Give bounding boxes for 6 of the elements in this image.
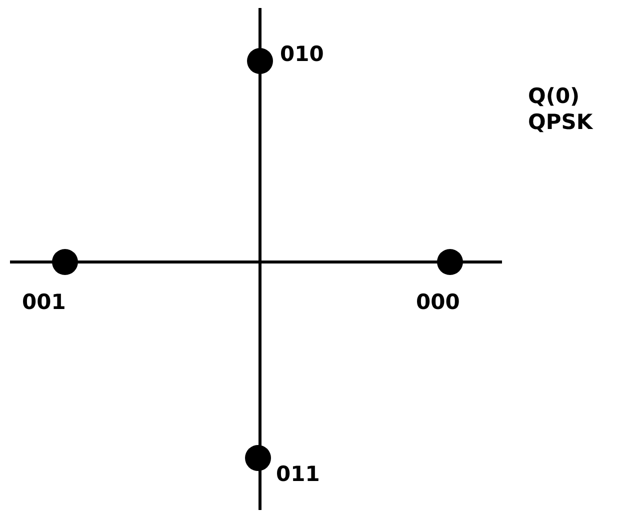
point-label: 011: [276, 462, 320, 486]
diagram-label: QPSK: [528, 110, 593, 134]
diagram-label: Q(0): [528, 84, 580, 108]
point-label: 000: [416, 290, 460, 314]
point-label: 010: [280, 42, 324, 66]
point-label: 001: [22, 290, 66, 314]
